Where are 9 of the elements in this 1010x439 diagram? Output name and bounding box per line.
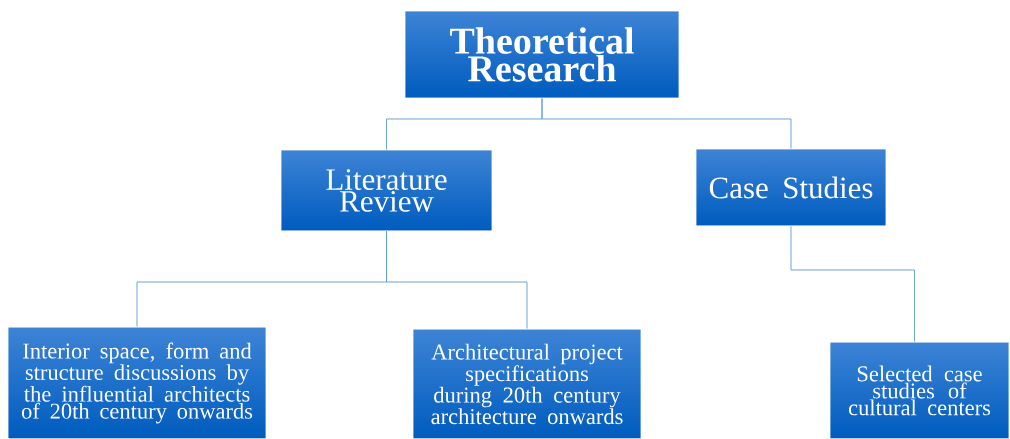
topic-box: Selected case studies of cultural centers (829, 341, 1010, 439)
connector-line (790, 225, 915, 343)
category-box: Literature Review (280, 149, 493, 232)
title-box: Theoretical Research (404, 10, 680, 99)
topic-box: Architectural project specifications during 20th century architecture onwards (412, 328, 642, 439)
category-box: Case Studies (695, 148, 887, 227)
topic-box: Interior space, form and structure discussions by the influential architects of 20th century onwards (7, 326, 267, 439)
connector-line (386, 230, 528, 330)
connector-line (541, 97, 792, 150)
